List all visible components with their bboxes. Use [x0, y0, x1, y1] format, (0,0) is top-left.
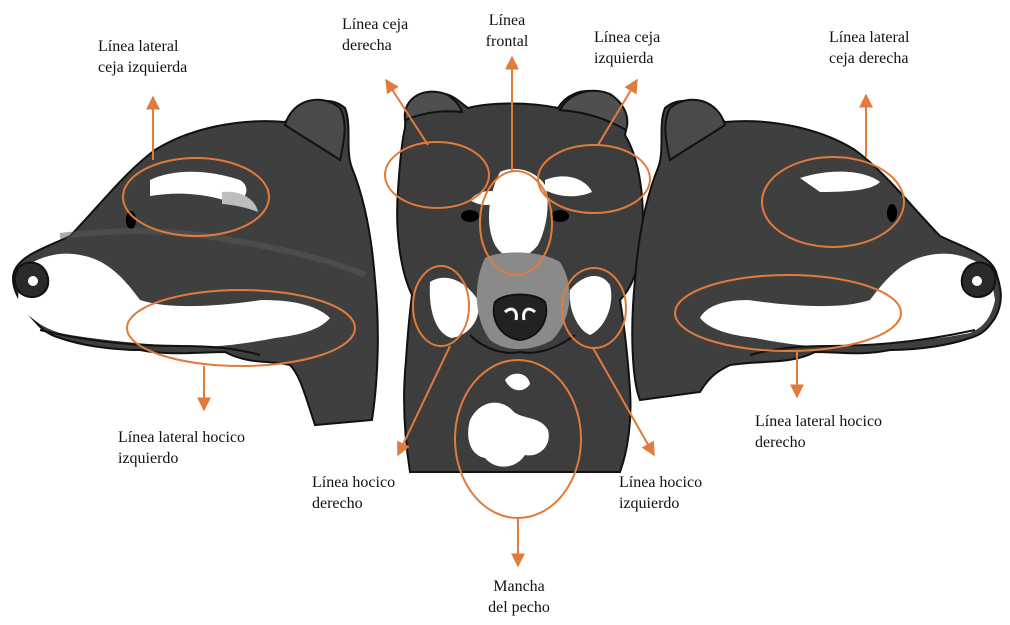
label-pecho: Mancha del pecho	[470, 576, 568, 618]
front-eye-right	[461, 210, 479, 222]
label-line: Línea	[474, 10, 540, 31]
label-line: derecho	[312, 493, 395, 514]
label-line: del pecho	[470, 597, 568, 618]
front-eye-left	[551, 210, 569, 222]
front-head	[397, 91, 643, 472]
label-line: Línea lateral	[98, 36, 187, 57]
label-line: derecha	[342, 35, 408, 56]
label-line: Línea lateral hocico	[755, 411, 882, 432]
left-profile-head	[13, 100, 378, 425]
right-nostril	[972, 276, 982, 286]
label-line: ceja derecha	[829, 48, 909, 69]
label-hocico-derecho: Línea hocico derecho	[312, 472, 395, 514]
label-line: frontal	[474, 31, 540, 52]
label-ceja-derecha: Línea ceja derecha	[342, 14, 408, 56]
label-line: Línea lateral	[829, 27, 909, 48]
label-line: Mancha	[470, 576, 568, 597]
label-line: Línea ceja	[342, 14, 408, 35]
label-line: Línea hocico	[619, 472, 702, 493]
label-ceja-lateral-izq: Línea lateral ceja izquierda	[98, 36, 187, 78]
label-line: izquierdo	[118, 448, 245, 469]
label-hocico-izquierdo: Línea hocico izquierdo	[619, 472, 702, 514]
label-hocico-lateral-izq: Línea lateral hocico izquierdo	[118, 427, 245, 469]
label-line: derecho	[755, 432, 882, 453]
label-line: izquierdo	[619, 493, 702, 514]
right-eye	[887, 204, 897, 222]
left-nostril	[28, 276, 38, 286]
label-line: Línea lateral hocico	[118, 427, 245, 448]
label-line: ceja izquierda	[98, 57, 187, 78]
label-hocico-lateral-der: Línea lateral hocico derecho	[755, 411, 882, 453]
right-profile-head	[632, 100, 1001, 400]
label-line: izquierda	[594, 48, 660, 69]
label-ceja-lateral-der: Línea lateral ceja derecha	[829, 27, 909, 69]
label-line: Línea ceja	[594, 27, 660, 48]
label-line: Línea hocico	[312, 472, 395, 493]
label-ceja-izquierda: Línea ceja izquierda	[594, 27, 660, 69]
label-frontal: Línea frontal	[474, 10, 540, 52]
